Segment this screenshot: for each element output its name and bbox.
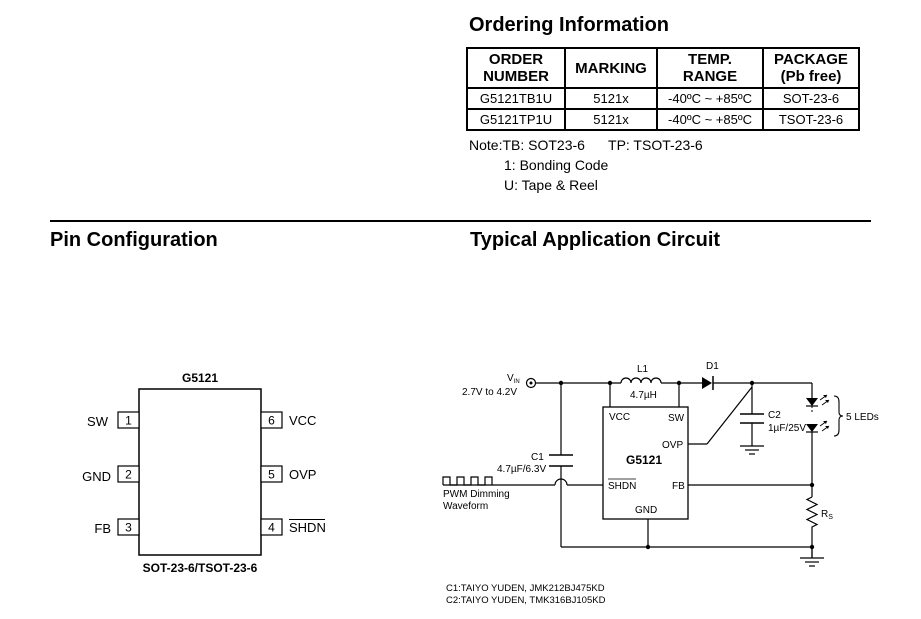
vin-range: 2.7V to 4.2V [462,387,517,398]
ic-pin-sw: SW [668,413,685,424]
table-cell: G5121TB1U [466,87,566,110]
pin-1-name: SW [87,414,109,429]
ic-pin-vcc: VCC [609,412,630,423]
chip-name: G5121 [182,371,218,385]
c1-name: C1 [531,452,544,463]
pin-2-name: GND [82,469,111,484]
header-line: TEMP. [688,51,732,68]
pin-6-box [260,411,283,429]
c2-ground-icon [740,445,764,455]
pin-3-name: FB [94,521,111,536]
c2-name: C2 [768,410,781,421]
ic-g5121 [602,406,689,520]
pin-4-name: SHDN [289,520,326,535]
inductor-value: 4.7µH [630,390,657,401]
footnote-c2: C2:TAIYO YUDEN, TMK316BJ105KD [446,595,606,606]
chip-package: SOT-23-6/TSOT-23-6 [143,561,258,575]
ic-name: G5121 [626,453,662,467]
ordering-info-title: Ordering Information [469,14,669,36]
pin-5-box [260,465,283,483]
header-line: NUMBER [483,68,549,85]
pwm-waveform-icon [442,476,493,486]
header-line: PACKAGE [774,51,848,68]
pwm-label-1: PWM Dimming [443,489,510,500]
table-row: G5121TB1U 5121x -40ºC ~ +85ºC SOT-23-6 [466,87,860,110]
vin-label: VIN [507,373,520,385]
pin-5-name: OVP [289,467,316,482]
pin-4-number: 4 [268,521,275,535]
leds-label: 5 LEDs [846,412,879,423]
table-cell: G5121TP1U [466,108,566,131]
diode-d1 [702,377,712,389]
header-package: PACKAGE (Pb free) [762,47,860,89]
led-icon [806,424,818,432]
ic-pin-ovp: OVP [662,440,683,451]
table-cell: 5121x [564,87,658,110]
diode-name: D1 [706,361,719,372]
pin-6-number: 6 [268,414,275,428]
vin-terminal-dot [529,381,533,385]
pin-5-number: 5 [268,468,275,482]
resistor-rs [805,496,819,529]
header-marking: MARKING [564,47,658,89]
table-cell: -40ºC ~ +85ºC [656,108,764,131]
ic-pin-shdn: SHDN [608,481,636,492]
table-cell: SOT-23-6 [762,87,860,110]
pin-2-number: 2 [125,468,132,482]
junction-dots [558,380,815,550]
note-line-3: U: Tape & Reel [504,177,598,193]
section-divider [50,220,871,222]
c2-value: 1µF/25V [768,423,806,434]
pin-6-name: VCC [289,413,316,428]
table-header-row: ORDER NUMBER MARKING TEMP. RANGE PACKAGE… [466,47,860,89]
note-line-2: 1: Bonding Code [504,157,609,173]
table-row: G5121TP1U 5121x -40ºC ~ +85ºC TSOT-23-6 [466,108,860,131]
pin-config-title: Pin Configuration [50,229,218,251]
header-temp-range: TEMP. RANGE [656,47,764,89]
pin-2-box [117,465,140,483]
pin-1-box [117,411,140,429]
ordering-table: ORDER NUMBER MARKING TEMP. RANGE PACKAGE… [466,47,860,131]
table-cell: -40ºC ~ +85ºC [656,87,764,110]
rs-label: RS [821,509,833,521]
pwm-label-2: Waveform [443,501,488,512]
footnote-c1: C1:TAIYO YUDEN, JMK212BJ475KD [446,583,605,594]
pin-1-number: 1 [125,414,132,428]
pin-3-number: 3 [125,521,132,535]
c1-value: 4.7µF/6.3V [497,464,546,475]
leds-brace [833,395,844,437]
table-cell: 5121x [564,108,658,131]
pin-4-box [260,518,283,536]
pin-3-box [117,518,140,536]
header-line: MARKING [575,59,647,77]
header-line: RANGE [682,68,738,85]
header-order-number: ORDER NUMBER [466,47,566,89]
led-string [806,394,844,440]
ic-pin-gnd: GND [635,505,657,516]
header-line: (Pb free) [780,68,842,85]
note-line-1: Note:TB: SOT23-6 TP: TSOT-23-6 [469,137,703,153]
ic-pin-fb: FB [672,481,685,492]
circuit-title: Typical Application Circuit [470,229,721,251]
table-cell: TSOT-23-6 [762,108,860,131]
ground-icon [800,547,824,567]
inductor-name: L1 [637,364,649,375]
led-icon [806,398,818,406]
header-line: ORDER [488,51,544,68]
